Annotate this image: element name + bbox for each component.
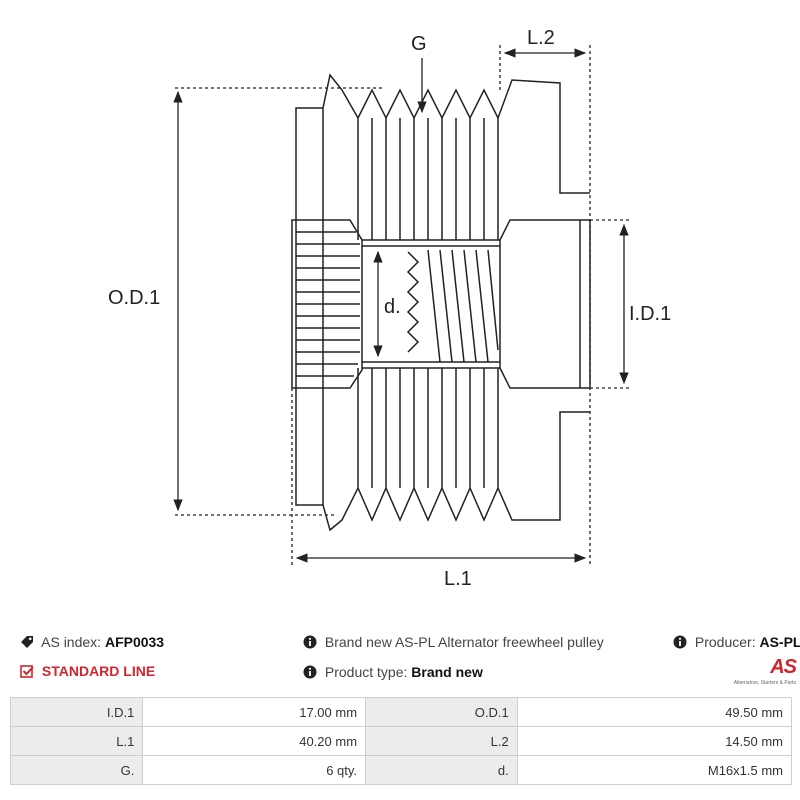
producer-value: AS-PL bbox=[759, 634, 800, 650]
label-l1: L.1 bbox=[444, 568, 472, 590]
table-row: L.1 40.20 mm L.2 14.50 mm bbox=[9, 726, 793, 756]
as-index-value: AFP0033 bbox=[104, 634, 165, 650]
spec-key: d. bbox=[365, 755, 518, 785]
label-l2: L.2 bbox=[527, 27, 555, 49]
description: Brand new AS-PL Alternator freewheel pul… bbox=[303, 634, 604, 650]
table-row: G. 6 qty. d. M16x1.5 mm bbox=[9, 755, 793, 785]
label-g: G bbox=[411, 33, 427, 55]
check-square-icon bbox=[20, 665, 34, 678]
standard-line-label: STANDARD LINE bbox=[41, 663, 156, 679]
tag-icon bbox=[21, 636, 33, 648]
description-text: Brand new AS-PL Alternator freewheel pul… bbox=[324, 634, 604, 650]
spec-value: 17.00 mm bbox=[142, 697, 367, 727]
spec-value: 49.50 mm bbox=[516, 697, 793, 727]
spec-key: L.1 bbox=[9, 726, 144, 756]
spec-key: I.D.1 bbox=[9, 697, 144, 727]
spec-value: M16x1.5 mm bbox=[516, 755, 793, 785]
producer-label: Producer: bbox=[694, 634, 756, 650]
spec-key: L.2 bbox=[365, 726, 518, 756]
as-index-label: AS index: bbox=[41, 634, 102, 650]
as-index: AS index: AFP0033 bbox=[20, 634, 164, 650]
info-circle-icon bbox=[673, 635, 687, 649]
producer: Producer: AS-PL bbox=[673, 634, 800, 650]
product-type-value: Brand new bbox=[411, 664, 483, 680]
spec-key: O.D.1 bbox=[365, 697, 518, 727]
label-id1: I.D.1 bbox=[629, 303, 671, 325]
pulley-outline bbox=[291, 73, 591, 532]
spec-key: G. bbox=[9, 755, 144, 785]
info-circle-icon bbox=[303, 635, 317, 649]
label-od1: O.D.1 bbox=[108, 287, 160, 309]
product-type-label: Product type: bbox=[324, 664, 408, 680]
table-row: I.D.1 17.00 mm O.D.1 49.50 mm bbox=[9, 697, 793, 727]
product-type: Product type: Brand new bbox=[303, 664, 483, 680]
product-line: STANDARD LINE bbox=[20, 663, 155, 679]
label-d: d. bbox=[384, 296, 401, 318]
pulley-technical-drawing: G L.2 O.D.1 I.D.1 d. L.1 bbox=[108, 27, 671, 590]
info-circle-icon bbox=[303, 665, 317, 679]
dimension-lines bbox=[173, 45, 630, 565]
spec-value: 14.50 mm bbox=[516, 726, 793, 756]
logo-tagline: Alternators, Starters & Parts bbox=[733, 680, 796, 686]
spec-value: 40.20 mm bbox=[142, 726, 367, 756]
specifications-table: I.D.1 17.00 mm O.D.1 49.50 mm L.1 40.20 … bbox=[9, 697, 793, 785]
spec-value: 6 qty. bbox=[142, 755, 367, 785]
logo-mark: AS bbox=[770, 656, 797, 678]
as-pl-logo: AS Alternators, Starters & Parts bbox=[700, 656, 797, 690]
